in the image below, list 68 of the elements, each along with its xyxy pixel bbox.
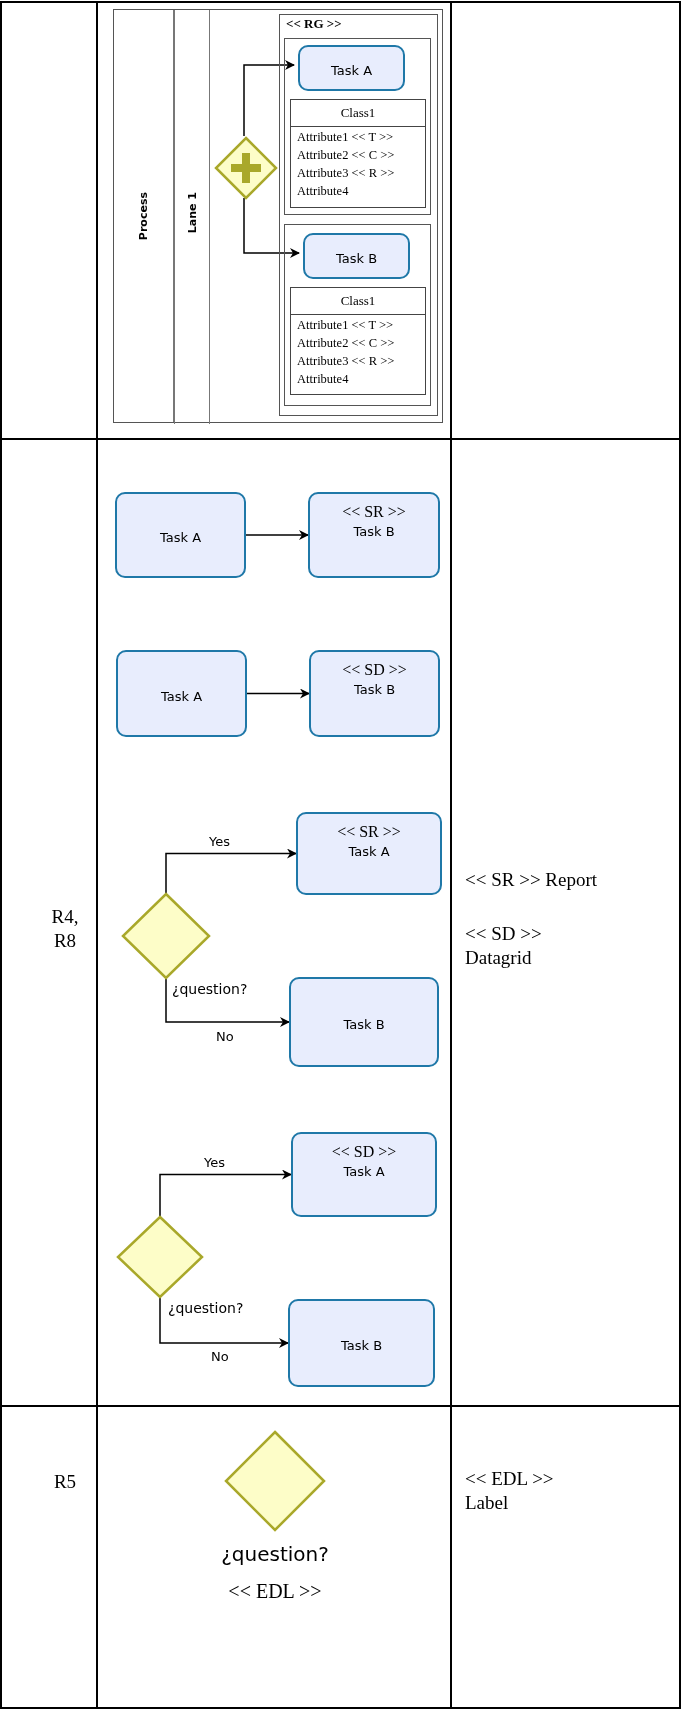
task-box — [288, 1299, 435, 1387]
cell-text: << SR >> Report — [465, 868, 599, 892]
task-label: Task B — [353, 523, 395, 541]
question-label: ¿question? — [172, 981, 248, 997]
pool — [113, 9, 443, 423]
class-name: Class1 — [339, 293, 377, 309]
arrow — [165, 848, 297, 894]
stereotype-label: << EDL >> — [227, 1580, 323, 1603]
arrow — [245, 530, 309, 540]
attribute-text: Attribute2 << C >> — [297, 148, 395, 163]
stereotype-label: << SD >> — [342, 660, 407, 680]
parallel-gateway — [215, 137, 277, 199]
task-box — [309, 650, 440, 737]
task-box — [303, 233, 410, 279]
decision-diamond — [225, 1431, 325, 1531]
task-label: Task B — [340, 1337, 383, 1355]
decision-diamond — [117, 1216, 203, 1298]
task-label: Task A — [343, 1163, 385, 1181]
stereotype-label: << RG >> — [286, 16, 342, 32]
class-box — [290, 287, 426, 395]
row-label: R5 — [52, 1470, 78, 1494]
lane-label: Lane 1 — [185, 192, 199, 234]
attribute-text: Attribute1 << T >> — [297, 130, 394, 145]
question-label: ¿question? — [168, 1300, 244, 1316]
task-box — [116, 650, 247, 737]
attribute-text: Attribute1 << T >> — [297, 318, 394, 333]
class-name: Class1 — [339, 105, 377, 121]
task-box — [289, 977, 439, 1067]
row-label: R4, R8 — [50, 905, 80, 953]
edge-label: Yes — [203, 1155, 226, 1170]
task-label: Task A — [160, 687, 203, 706]
task-box — [298, 45, 405, 91]
task-label: Task A — [330, 62, 373, 80]
class-box — [290, 99, 426, 208]
task-label: Task A — [159, 529, 202, 547]
task-box — [115, 492, 246, 578]
arrow — [159, 1297, 289, 1348]
task-label: Task B — [353, 681, 396, 699]
group-frame — [279, 14, 438, 416]
group-frame — [284, 38, 431, 215]
edge-label: Yes — [208, 834, 231, 849]
stereotype-label: << SR >> — [337, 822, 401, 842]
arrow — [165, 978, 290, 1027]
cell-text: << EDL >> Label — [465, 1467, 555, 1515]
task-box — [291, 1132, 437, 1217]
attribute-text: Attribute3 << R >> — [297, 166, 395, 181]
attribute-text: Attribute3 << R >> — [297, 354, 395, 369]
stereotype-label: << SR >> — [342, 502, 406, 522]
decision-diamond — [122, 893, 210, 979]
edge-label: No — [215, 1029, 235, 1044]
task-box — [308, 492, 440, 578]
task-box — [296, 812, 442, 895]
cell-text: << SD >> Datagrid — [465, 922, 543, 970]
arrow — [243, 60, 295, 137]
attribute-text: Attribute4 — [297, 184, 349, 199]
pool-label: Process — [137, 192, 150, 241]
question-label: ¿question? — [220, 1542, 330, 1566]
stereotype-label: << SD >> — [331, 1142, 397, 1162]
attribute-text: Attribute4 — [297, 372, 349, 387]
edge-label: No — [210, 1349, 230, 1364]
attribute-text: Attribute2 << C >> — [297, 336, 395, 351]
task-label: Task B — [335, 250, 378, 268]
task-label: Task A — [348, 843, 390, 861]
arrow — [159, 1169, 292, 1217]
arrow — [243, 197, 300, 258]
arrow — [246, 688, 310, 699]
task-label: Task B — [343, 1016, 385, 1034]
group-frame — [284, 224, 431, 406]
